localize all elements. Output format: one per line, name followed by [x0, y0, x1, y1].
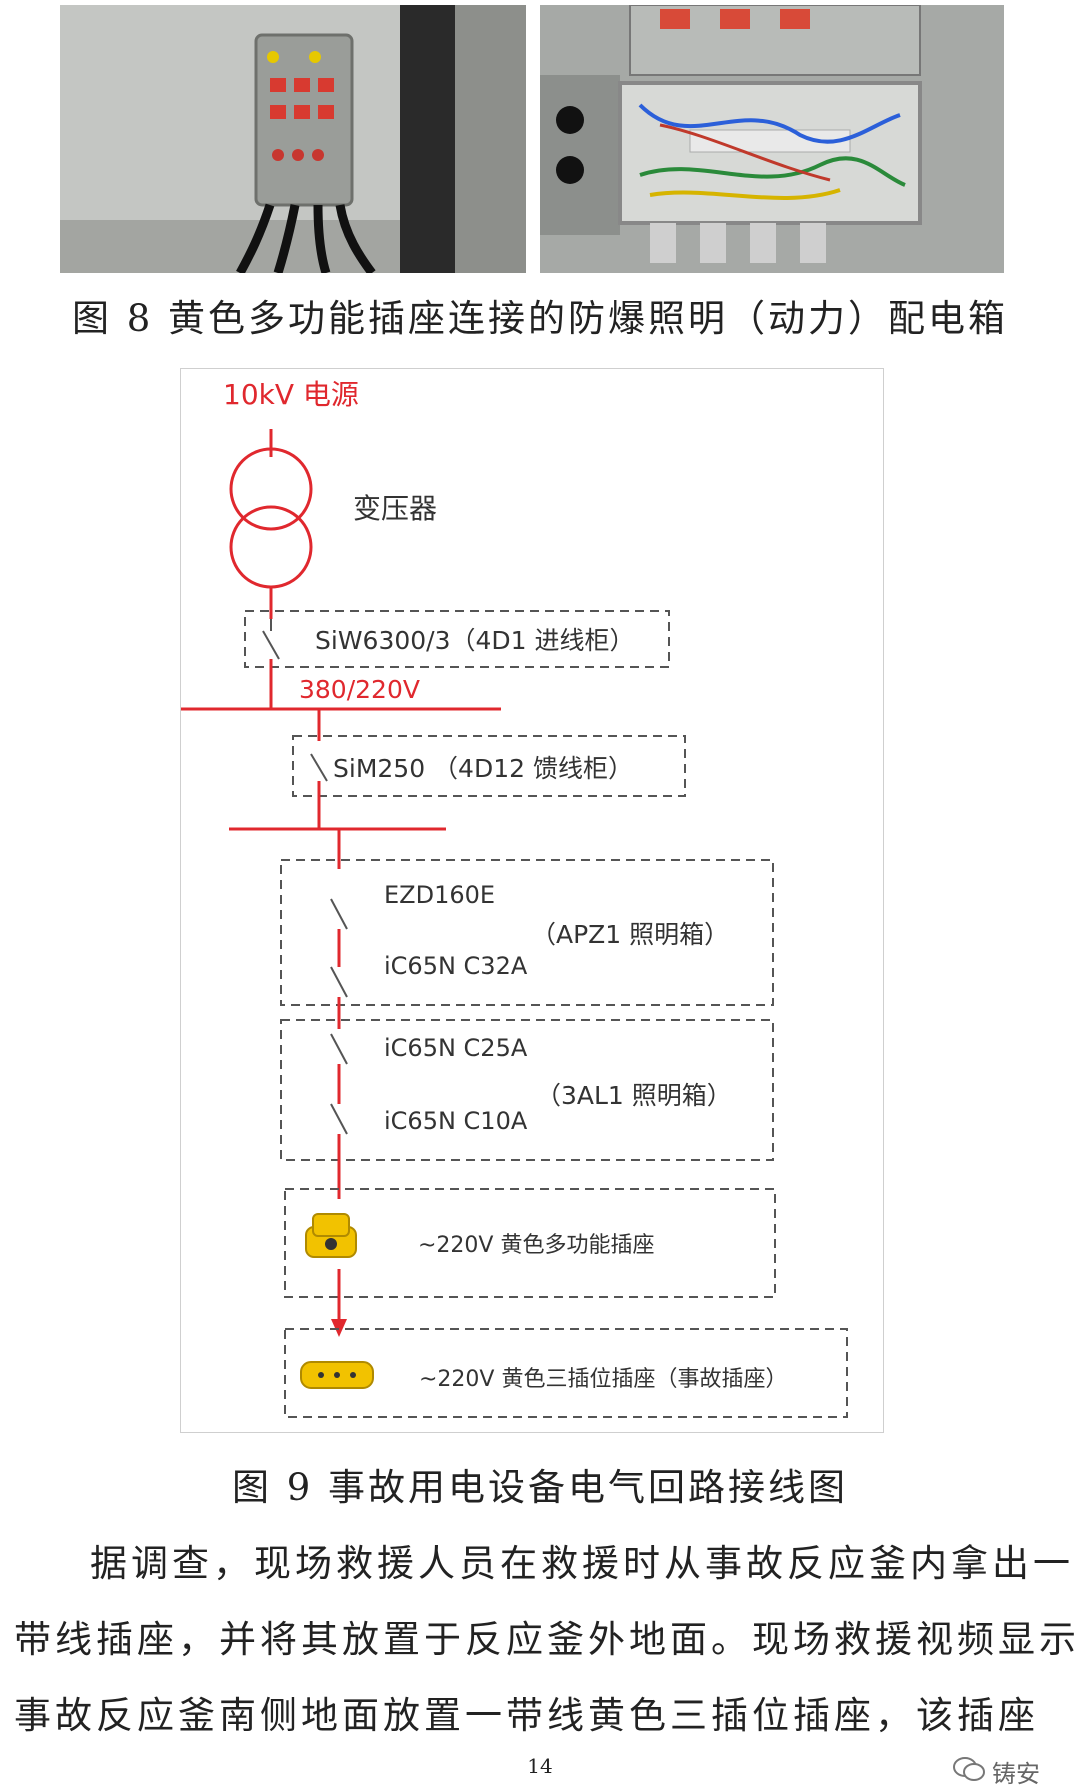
transformer-label: 变压器 [353, 492, 438, 525]
watermark: 铸安 [952, 1754, 1040, 1789]
body-paragraph: 据调查，现场救援人员在救援时从事故反应釜内拿出一 带线插座，并将其放置于反应釜外… [14, 1526, 1080, 1754]
accident-socket-label: ~220V 黄色三插位插座（事故插座） [419, 1367, 788, 1392]
watermark-text: 铸安 [992, 1760, 1040, 1788]
page-number: 14 [527, 1754, 553, 1778]
body-line-1: 据调查，现场救援人员在救援时从事故反应釜内拿出一 [90, 1542, 1074, 1585]
apz1-breaker-1: EZD160E [384, 881, 496, 909]
incoming-cabinet-label: SiW6300/3（4D1 进线柜） [315, 626, 635, 655]
figure-9-caption: 图 9 事故用电设备电气回路接线图 [231, 1466, 849, 1509]
feeder-cabinet-label: SiM250 （4D12 馈线柜） [333, 754, 633, 783]
figure-8-caption: 图 8 黄色多功能插座连接的防爆照明（动力）配电箱 [71, 297, 1009, 340]
al1-breaker-1: iC65N C25A [384, 1034, 528, 1062]
bus-voltage-label: 380/220V [299, 675, 420, 704]
apz1-breaker-2: iC65N C32A [384, 952, 528, 980]
wiring-diagram: 10kV 电源 变压器 SiW6300/3（4D1 进线柜） 380/220V … [180, 368, 884, 1433]
wechat-icon [952, 1756, 986, 1788]
al1-breaker-2: iC65N C10A [384, 1107, 528, 1135]
al1-box-name: （3AL1 照明箱） [536, 1081, 732, 1110]
apz1-box-name: （APZ1 照明箱） [531, 920, 730, 949]
body-line-2: 带线插座，并将其放置于反应釜外地面。现场救援视频显示， [14, 1618, 1080, 1661]
multifunction-socket-label: ~220V 黄色多功能插座 [418, 1233, 655, 1258]
body-line-3: 事故反应釜南侧地面放置一带线黄色三插位插座，该插座 [14, 1694, 1039, 1737]
power-source-label: 10kV 电源 [223, 378, 359, 411]
photo-explosion-proof-box [60, 5, 526, 273]
photo-open-distribution-box [540, 5, 1004, 273]
